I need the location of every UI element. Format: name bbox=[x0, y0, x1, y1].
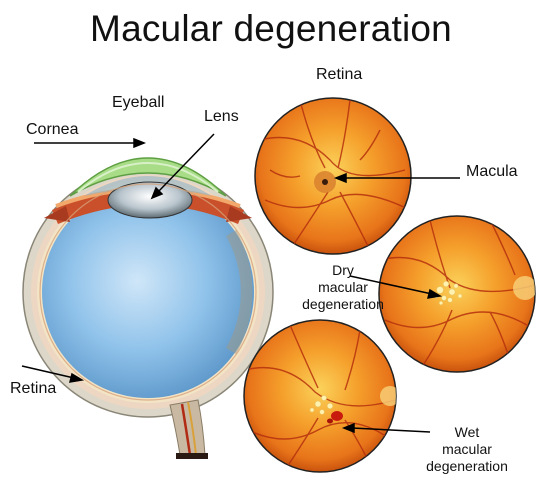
retina-fundus-wet bbox=[244, 320, 400, 472]
label-cornea: Cornea bbox=[26, 121, 78, 139]
label-dry-amd: Dry macular degeneration bbox=[290, 262, 396, 313]
label-eyeball: Eyeball bbox=[112, 94, 164, 112]
retina-fundus-dry bbox=[379, 216, 537, 372]
label-lens: Lens bbox=[204, 108, 239, 126]
label-dry-line-3: degeneration bbox=[290, 296, 396, 313]
label-retina-top: Retina bbox=[316, 66, 362, 84]
label-wet-line-1: Wet bbox=[414, 424, 520, 441]
eyeball-cross-section bbox=[23, 158, 273, 459]
label-retina-left: Retina bbox=[10, 380, 56, 398]
retina-fundus-normal bbox=[255, 98, 411, 254]
label-macula: Macula bbox=[466, 163, 518, 181]
label-wet-line-2: macular bbox=[414, 441, 520, 458]
label-wet-line-3: degeneration bbox=[414, 458, 520, 475]
hemorrhage bbox=[331, 411, 343, 421]
label-wet-amd: Wet macular degeneration bbox=[414, 424, 520, 475]
label-dry-line-2: macular bbox=[290, 279, 396, 296]
label-dry-line-1: Dry bbox=[290, 262, 396, 279]
